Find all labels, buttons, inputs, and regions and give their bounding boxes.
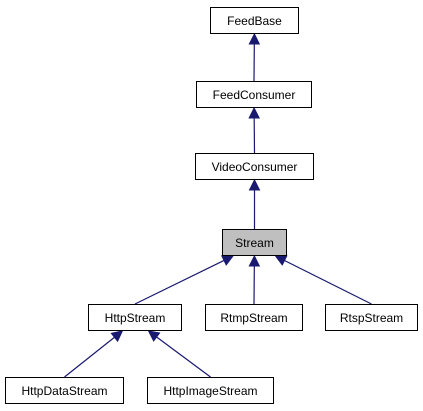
- class-node-rtmpstream[interactable]: RtmpStream: [205, 304, 303, 331]
- class-label: Stream: [235, 236, 274, 250]
- arrowhead-icon: [248, 106, 260, 119]
- inheritance-edge: [134, 255, 234, 305]
- class-node-httpimagestream[interactable]: HttpImageStream: [147, 377, 274, 404]
- edge-line: [134, 259, 225, 305]
- inheritance-edge: [147, 330, 211, 378]
- edge-line: [156, 336, 211, 378]
- class-node-stream[interactable]: Stream: [222, 229, 287, 256]
- inheritance-edge: [248, 254, 261, 305]
- arrowhead-icon: [248, 254, 261, 267]
- class-label: FeedBase: [227, 14, 282, 28]
- class-node-httpstream[interactable]: HttpStream: [88, 304, 182, 331]
- arrowhead-icon: [274, 255, 288, 266]
- class-label: HttpImageStream: [163, 384, 257, 398]
- class-label: HttpStream: [105, 311, 166, 325]
- edges-layer: [64, 32, 372, 378]
- inheritance-edge: [274, 255, 372, 305]
- class-label: HttpDataStream: [21, 384, 107, 398]
- class-box: [88, 304, 182, 331]
- class-node-rtspstream[interactable]: RtspStream: [325, 304, 418, 331]
- class-label: RtmpStream: [220, 311, 287, 325]
- class-box: [222, 229, 287, 256]
- class-box: [195, 153, 314, 180]
- class-label: FeedConsumer: [213, 88, 296, 102]
- inheritance-edge: [64, 330, 124, 378]
- class-box: [205, 304, 303, 331]
- arrowhead-icon: [147, 330, 161, 342]
- class-label: RtspStream: [340, 311, 403, 325]
- arrowhead-icon: [248, 32, 261, 45]
- arrowhead-icon: [110, 330, 124, 343]
- nodes-layer: FeedBaseFeedConsumerVideoConsumerStreamH…: [5, 7, 418, 404]
- arrowhead-icon: [248, 178, 261, 191]
- class-box: [325, 304, 418, 331]
- inheritance-edge: [248, 32, 261, 82]
- class-node-feedconsumer[interactable]: FeedConsumer: [196, 81, 312, 108]
- class-box: [210, 7, 299, 34]
- edge-line: [64, 336, 115, 378]
- inheritance-edge: [248, 178, 261, 229]
- edge-line: [284, 259, 372, 305]
- class-box: [196, 81, 312, 108]
- class-box: [147, 377, 274, 404]
- class-node-videoconsumer[interactable]: VideoConsumer: [195, 153, 314, 180]
- arrowhead-icon: [221, 255, 234, 266]
- inheritance-edge: [248, 106, 260, 154]
- class-label: VideoConsumer: [212, 160, 298, 174]
- class-node-httpdatastream[interactable]: HttpDataStream: [5, 377, 124, 404]
- class-node-feedbase[interactable]: FeedBase: [210, 7, 299, 34]
- class-box: [5, 377, 124, 404]
